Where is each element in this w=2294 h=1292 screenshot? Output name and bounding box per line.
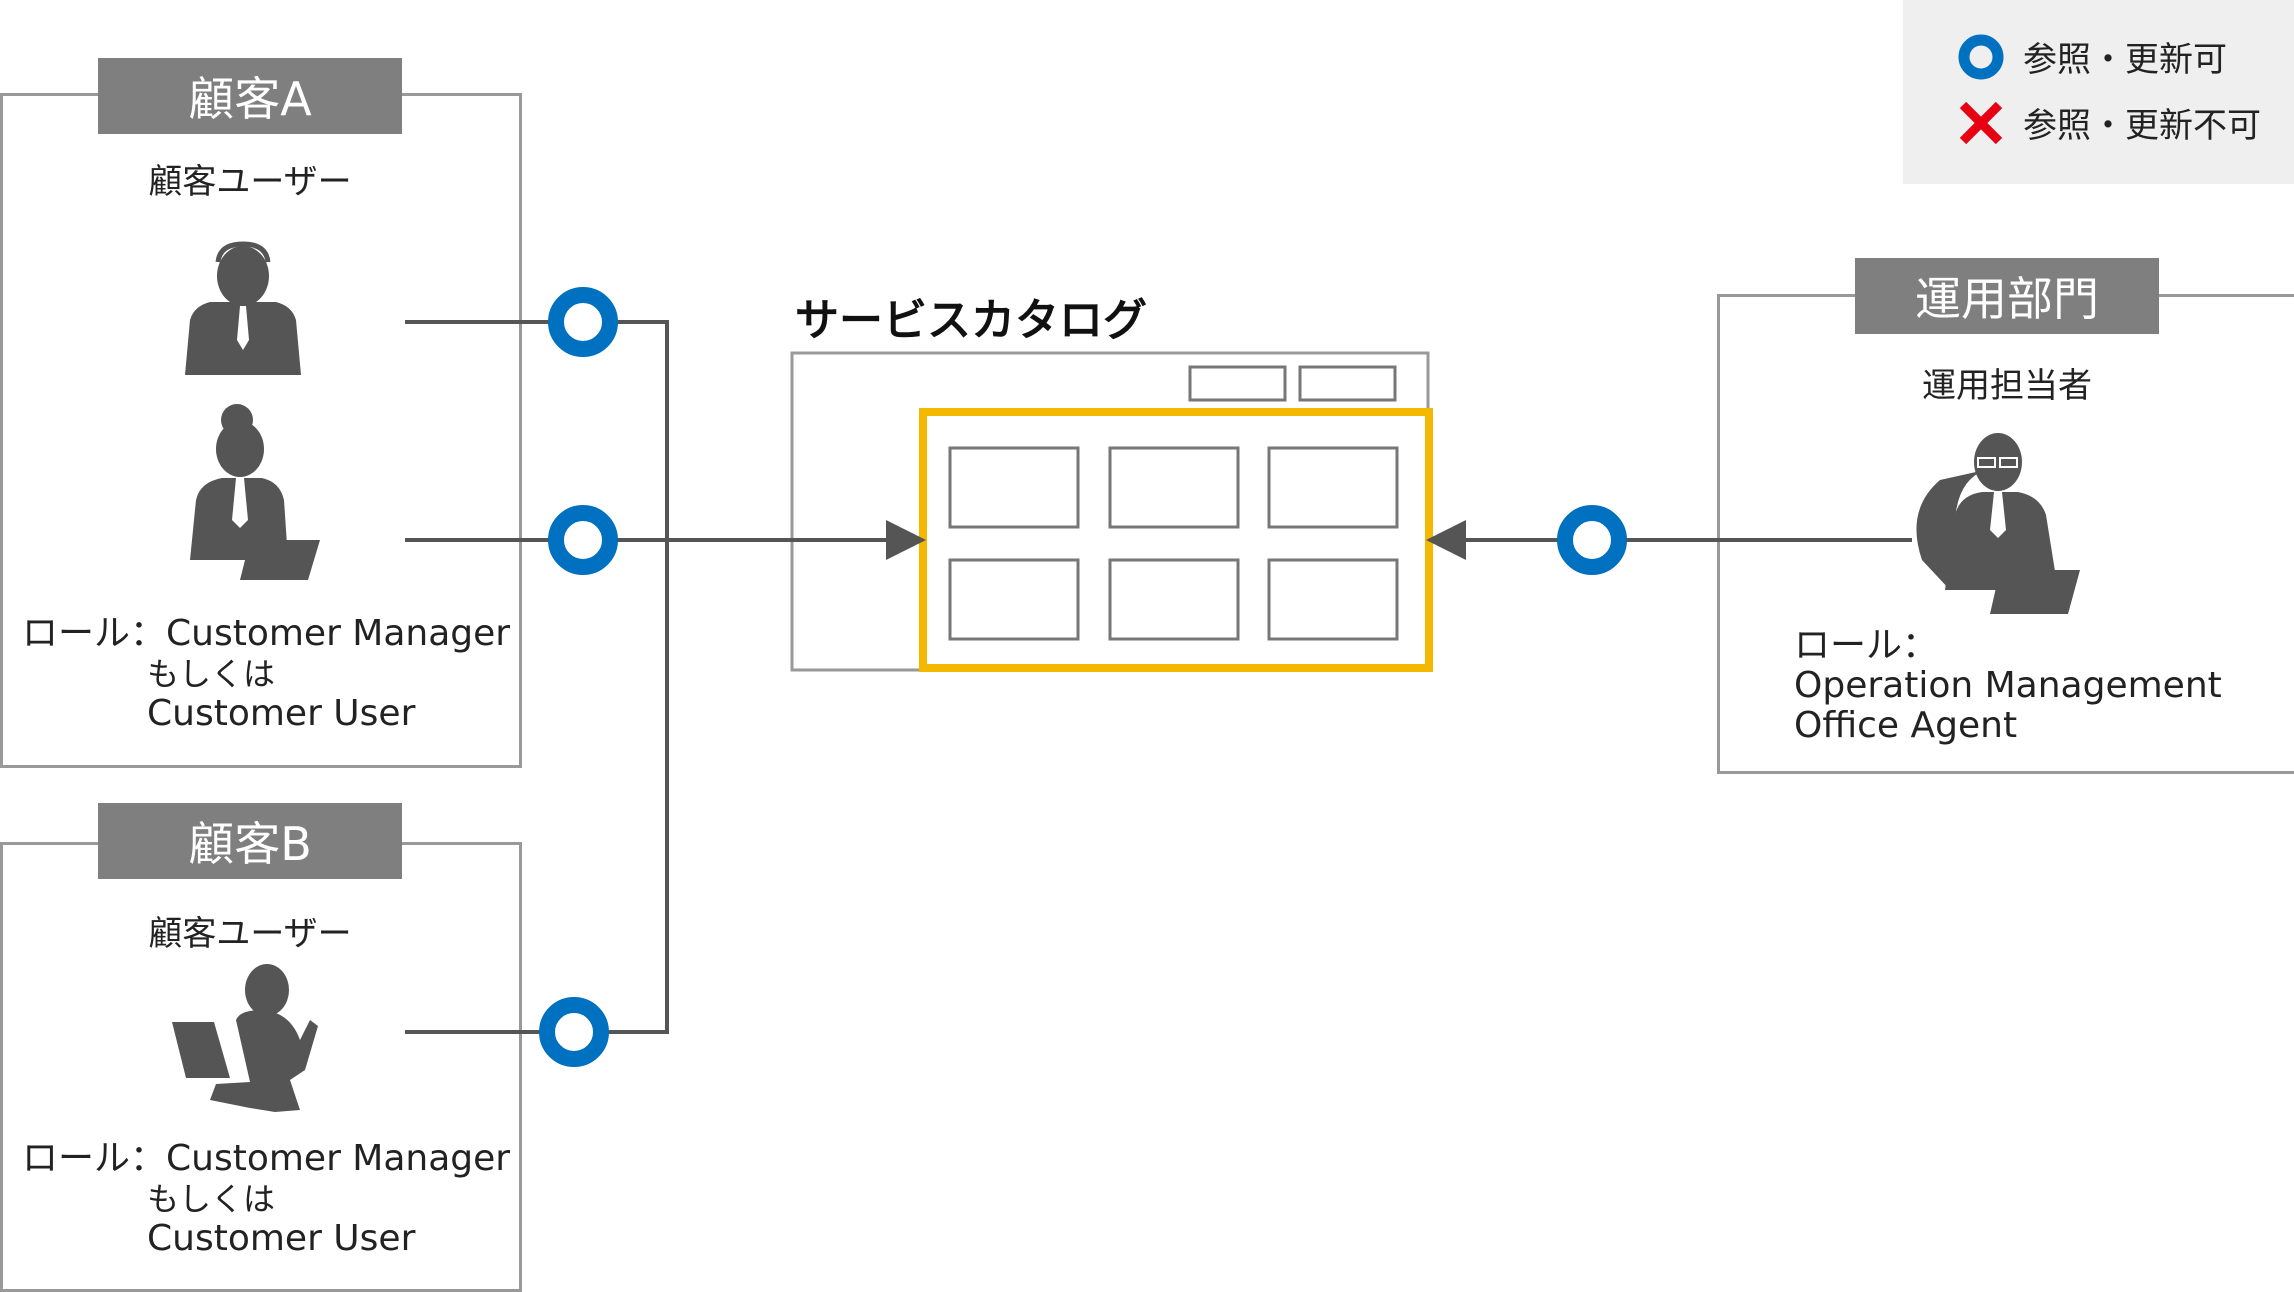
operations-subtitle: 運用担当者 <box>1922 366 2092 406</box>
connector-lines <box>405 320 1912 1034</box>
operations-role-line3: Office Agent <box>1794 705 2018 746</box>
catalog-tile <box>948 446 1080 529</box>
customer-a-subtitle: 顧客ユーザー <box>148 162 352 202</box>
customer-a-role-line3: Customer User <box>147 693 416 734</box>
customer-b-role-line1: ロール：Customer Manager <box>22 1138 511 1179</box>
catalog-tile <box>1267 558 1399 641</box>
customer-b-role: ロール：Customer Manager もしくは Customer User <box>22 1139 510 1259</box>
operations-role-line2: Operation Management <box>1794 665 2222 706</box>
customer-b-role-line3: Customer User <box>147 1218 416 1259</box>
person-laptop-icon <box>190 404 320 580</box>
catalog-tile <box>948 558 1080 641</box>
legend-allowed: 参照・更新可 <box>1957 32 2227 81</box>
circle-icon <box>1958 34 2004 79</box>
cross-icon <box>1959 101 2003 144</box>
customer-a-panel <box>0 93 522 768</box>
service-catalog-highlight <box>919 408 1433 672</box>
operations-role: ロール： Operation Management Office Agent <box>1794 626 2222 746</box>
legend-denied: 参照・更新不可 <box>1957 98 2261 147</box>
circle-icon <box>1557 505 1627 575</box>
customer-a-role: ロール：Customer Manager もしくは Customer User <box>22 614 510 734</box>
customer-a-role-line1: ロール：Customer Manager <box>22 613 511 654</box>
catalog-header-button-2 <box>1298 365 1397 402</box>
operations-tab: 運用部門 <box>1855 258 2159 334</box>
circle-icon <box>548 287 618 357</box>
customer-b-tab: 顧客B <box>98 803 402 879</box>
catalog-header-button-1 <box>1188 365 1287 402</box>
catalog-tile <box>1267 446 1399 529</box>
circle-icon <box>548 505 618 575</box>
catalog-tile <box>1108 446 1240 529</box>
legend: 参照・更新可 参照・更新不可 <box>1903 0 2294 184</box>
circle-icon <box>539 997 609 1067</box>
legend-denied-label: 参照・更新不可 <box>2023 106 2261 146</box>
customer-b-role-line2: もしくは <box>147 1180 276 1218</box>
catalog-tile <box>1108 558 1240 641</box>
person-sitting-laptop-icon <box>172 964 318 1112</box>
customer-b-subtitle: 顧客ユーザー <box>148 914 352 954</box>
legend-allowed-label: 参照・更新可 <box>2023 40 2227 80</box>
customer-a-role-line2: もしくは <box>147 655 276 693</box>
catalog-title: サービスカタログ <box>795 295 1147 346</box>
operations-role-line1: ロール： <box>1794 625 1939 666</box>
person-glasses-laptop-icon <box>1916 433 2080 614</box>
customer-a-tab: 顧客A <box>98 58 402 134</box>
person-headset-icon <box>185 241 301 375</box>
